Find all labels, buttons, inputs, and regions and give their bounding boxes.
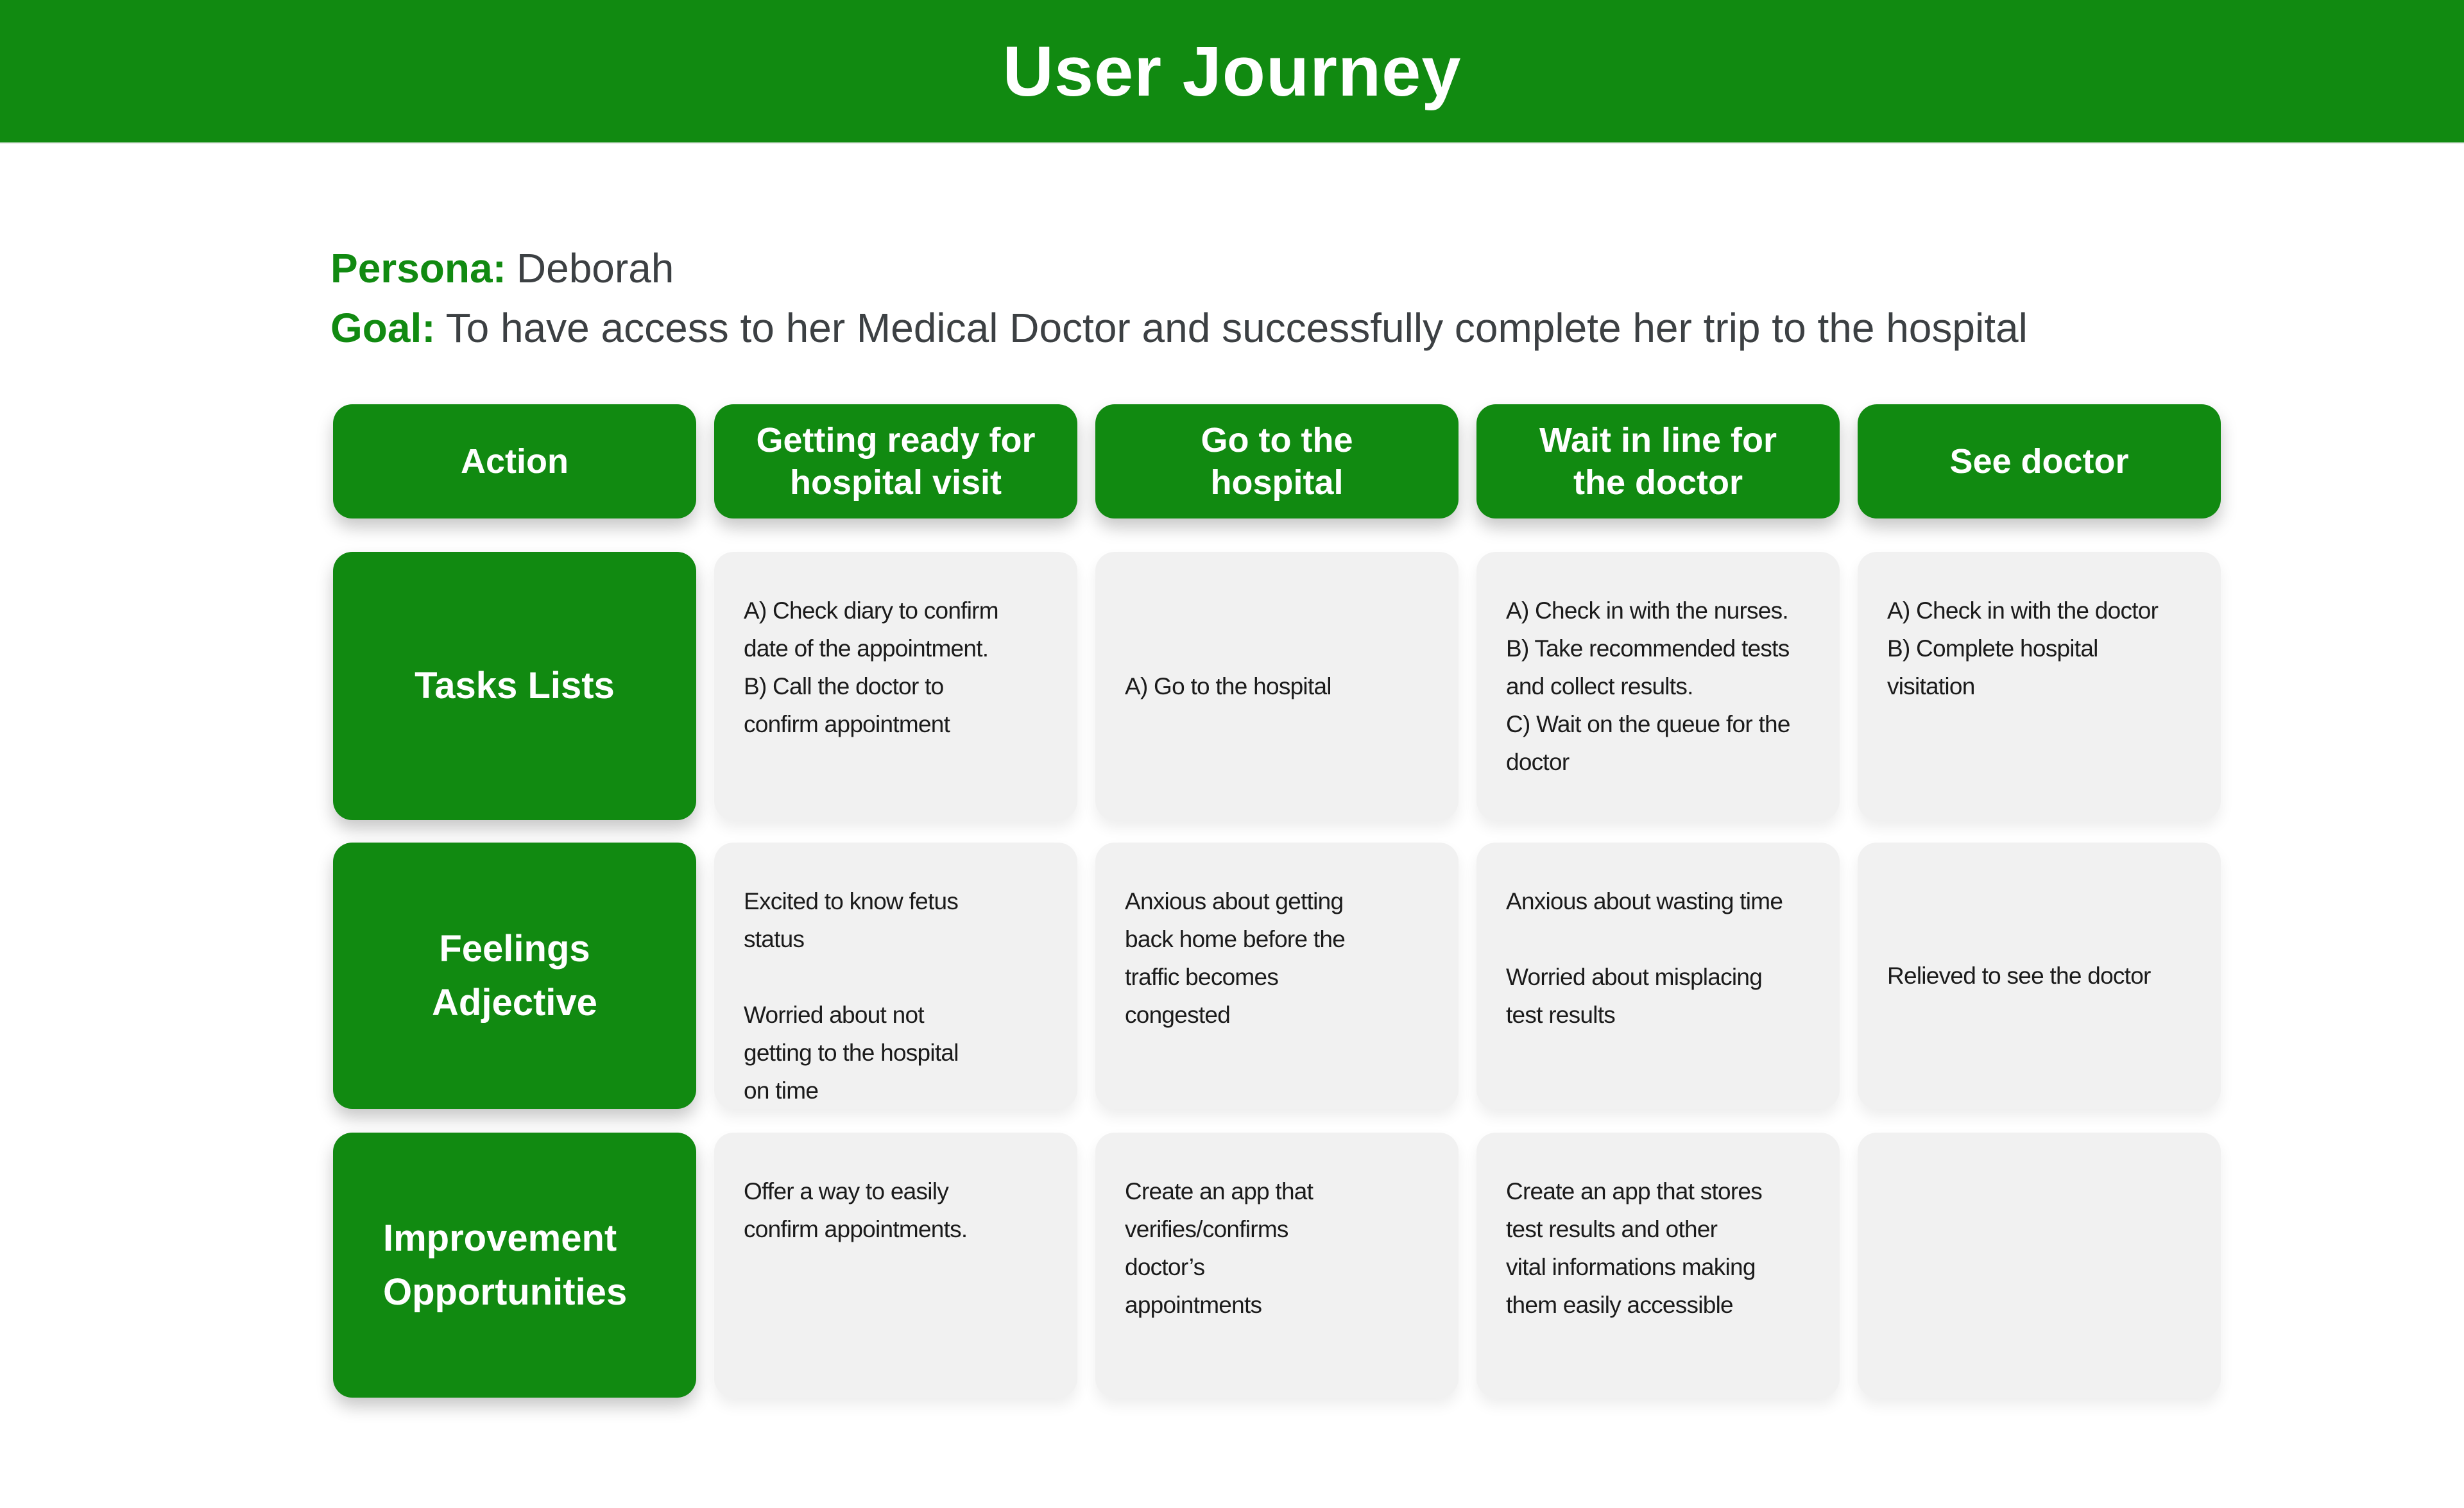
goal-label: Goal: [330, 305, 436, 351]
title-banner: User Journey [0, 0, 2464, 142]
column-header-4: See doctor [1858, 404, 2221, 518]
journey-cell-r2-c0: Offer a way to easily confirm appointmen… [714, 1133, 1077, 1398]
journey-cell-r0-c2: A) Check in with the nurses. B) Take rec… [1476, 552, 1840, 820]
column-header-0: Action [333, 404, 696, 518]
journey-cell-r0-c3: A) Check in with the doctor B) Complete … [1858, 552, 2221, 820]
journey-cell-r2-c2: Create an app that stores test results a… [1476, 1133, 1840, 1398]
row-label-0: Tasks Lists [333, 552, 696, 820]
column-header-2: Go to the hospital [1095, 404, 1459, 518]
journey-cell-r1-c0: Excited to know fetus status Worried abo… [714, 843, 1077, 1109]
journey-cell-r1-c3: Relieved to see the doctor [1858, 843, 2221, 1109]
persona-goal-block: Persona:Deborah Goal:To have access to h… [330, 239, 2028, 358]
journey-cell-r0-c0: A) Check diary to confirm date of the ap… [714, 552, 1077, 820]
persona-label: Persona: [330, 245, 506, 291]
journey-cell-r2-c1: Create an app that verifies/confirms doc… [1095, 1133, 1459, 1398]
journey-cell-r0-c1: A) Go to the hospital [1095, 552, 1459, 820]
row-label-2: Improvement Opportunities [333, 1133, 696, 1398]
row-label-1: Feelings Adjective [333, 843, 696, 1109]
goal-value: To have access to her Medical Doctor and… [445, 305, 2028, 351]
page-title: User Journey [1002, 31, 1462, 111]
column-header-3: Wait in line for the doctor [1476, 404, 1840, 518]
column-header-1: Getting ready for hospital visit [714, 404, 1077, 518]
goal-line: Goal:To have access to her Medical Docto… [330, 298, 2028, 358]
persona-value: Deborah [516, 245, 674, 291]
journey-cell-r1-c2: Anxious about wasting time Worried about… [1476, 843, 1840, 1109]
journey-cell-r2-c3 [1858, 1133, 2221, 1398]
journey-cell-r1-c1: Anxious about getting back home before t… [1095, 843, 1459, 1109]
persona-line: Persona:Deborah [330, 239, 2028, 298]
